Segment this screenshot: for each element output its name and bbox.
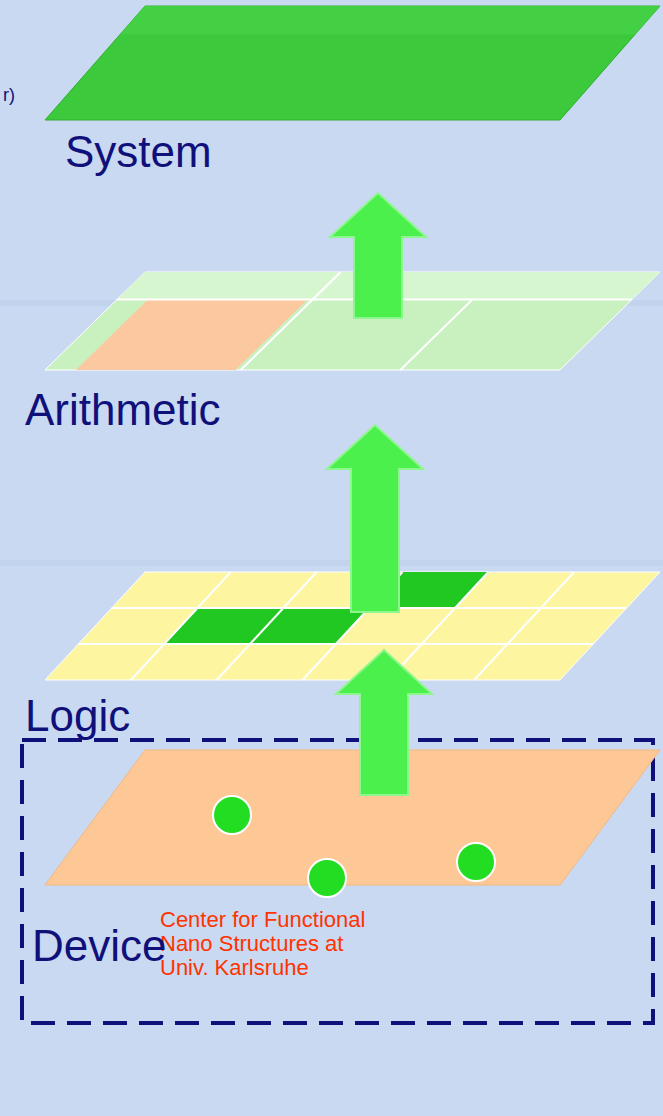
layer-label: Arithmetic [25,386,221,434]
logic-layer: Logic [20,570,663,744]
device-plane [45,750,660,885]
background-stripe [0,560,663,566]
system-layer: System [20,5,663,195]
arithmetic-layer: Arithmetic [20,270,663,438]
grid-line [303,572,403,680]
block-arrow [336,650,432,795]
grid-line [131,572,231,680]
grid-line [117,298,632,300]
nano-device-dot [213,796,251,834]
system-plane [45,6,660,120]
layer-label: Logic [25,692,130,740]
arithmetic-unit-block [76,299,308,370]
block-arrow [327,425,423,612]
system-plane-shade [120,6,660,35]
layer-label: System [65,128,212,176]
grid-line [241,272,341,370]
nano-device-dot [457,843,495,881]
logic-plane [45,572,660,680]
layer-label: Device [32,922,167,970]
nano-device-dot [308,859,346,897]
block-arrow [330,193,426,318]
grid-line [474,572,574,680]
grid-line [400,299,472,370]
grid-line [388,572,488,680]
institution-note: Center for Functional Nano Structures at… [160,908,396,981]
arithmetic-plane-strip [117,272,660,299]
research-center-box: Center for Functional Nano Structures at… [20,738,655,1025]
grid-line [217,572,317,680]
cropped-note: r) [3,86,15,106]
arithmetic-plane [45,272,660,370]
